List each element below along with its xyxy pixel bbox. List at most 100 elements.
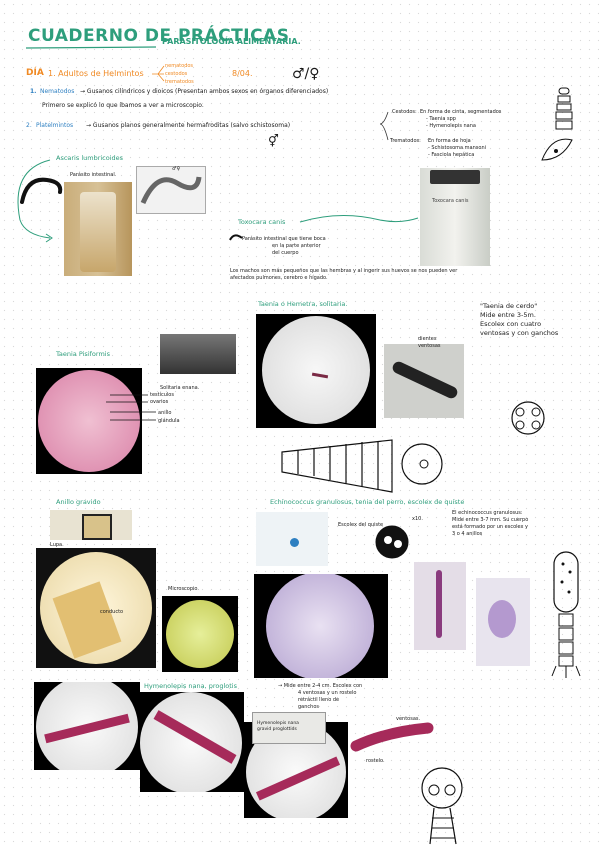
- cestodos-0: En forma de cinta, segmentados: [420, 109, 502, 115]
- platelmintos-name: Platelmintos: [36, 122, 74, 129]
- hymenolepis-drawing-icon: [350, 722, 434, 752]
- trematodos-label: Trematodos:: [390, 138, 421, 144]
- echinococcus-microscope-photo: [254, 574, 388, 678]
- title-underline: [25, 46, 157, 49]
- cestodos-label: Cestodos:: [392, 109, 417, 115]
- slide-line-0: Hymenolepis nana: [257, 721, 299, 726]
- ascaris-title: Ascaris lumbricoides: [56, 154, 124, 162]
- hymenolepis-text-3: ganchos: [298, 704, 319, 710]
- branch-trematodos: trematodos: [165, 79, 194, 85]
- ascaris-jar-photo: [64, 182, 132, 276]
- ascaris-badge: ♂♀: [172, 166, 181, 172]
- taenia-microscope-photo: [256, 314, 376, 428]
- taenia-body-drawing-icon: [281, 439, 443, 493]
- echinococcus-magnification: x10.: [412, 516, 423, 522]
- taenia-pisiformis-title: Taenia Pisiformis: [56, 350, 110, 358]
- echinococcus-line-2: está formado por un escolex y: [452, 524, 529, 530]
- anillo-microscope-photo: [162, 596, 238, 672]
- pisiformis-label-testiculos: testículos: [150, 392, 174, 398]
- hymenolepis-label-rostelo: rostelo.: [366, 758, 385, 764]
- toxocara-title: Toxocara canis: [238, 218, 286, 226]
- page-subtitle: PARASITOLOGÍA ALIMENTARIA.: [162, 37, 301, 46]
- taenia-cerdo-2: Escolex con cuatro: [480, 320, 542, 328]
- ascaris-label: Parásito intestinal.: [70, 172, 117, 178]
- trematodos-0: En forma de hoja: [428, 138, 471, 144]
- trematodos-1: - Schistosoma mansoni: [428, 145, 487, 151]
- conducto-label: conducto: [100, 609, 124, 615]
- echinococcus-title: Echinococcus granulosus, tenia del perro…: [270, 498, 465, 506]
- day-topic: 1. Adultos de Helmintos: [48, 69, 144, 78]
- toxocara-jar-label: Toxocara canis: [432, 198, 469, 204]
- toxocara-note-0: Parásito intestinal que tiene boca: [242, 236, 326, 242]
- echinococcus-label: Escolex del quiste: [338, 522, 384, 528]
- taenia-label-dientes: dientes: [418, 336, 437, 342]
- anillo-title: Anillo gravido: [56, 498, 101, 506]
- taenia-cerdo-1: Mide entre 3-5m.: [480, 311, 536, 319]
- taenia-cerdo-3: ventosas y con ganchos: [480, 329, 559, 337]
- microscopio-label: Microscopio.: [168, 586, 199, 592]
- fasciola-drawing-icon: [541, 138, 573, 161]
- pisiformis-label-anillo: anillo: [158, 410, 172, 416]
- echinococcus-slide-photo-1: [414, 562, 466, 650]
- hymenolepis-photo-1: [34, 682, 140, 770]
- taenia-label-ventosas: ventosas: [418, 343, 441, 349]
- echinococcus-scolex-drawing-icon: [375, 525, 409, 559]
- toxocara-note-1: en la parte anterior: [272, 243, 321, 249]
- microscope-setup-photo: [160, 334, 236, 374]
- taenia-ovis-title: Taenia o Hemetra, solitaria.: [258, 300, 348, 308]
- hymenolepis-title: Hymenolepis nana, proglotis: [144, 682, 237, 690]
- platelmintos-number: 2.: [26, 122, 32, 129]
- platelmintos-brace: [379, 111, 389, 141]
- trematodos-2: - Fasciola hepática: [428, 152, 475, 158]
- nematodos-text: → Gusanos cilíndricos y dioicos (Present…: [80, 88, 329, 95]
- hymenolepis-text-0: → Mide entre 2-4 cm. Escolex con: [278, 683, 363, 689]
- pisiformis-label-solitaria: Solitaria enana.: [160, 385, 200, 391]
- lupa-label: Lupa.: [50, 542, 64, 548]
- branch-cestodos: cestodos: [165, 71, 188, 77]
- nematodos-name: Nematodos: [40, 88, 75, 95]
- ascaris-worm-drawing-icon: [20, 177, 63, 204]
- hymenolepis-slide-label: Hymenolepis nana gravid proglottids: [252, 712, 326, 744]
- day-date: 8/04.: [232, 69, 253, 78]
- page-title: CUADERNO DE PRÁCTICAS: [28, 26, 290, 46]
- branch-brace: [152, 65, 165, 82]
- taenia-scolex-photo: [384, 344, 464, 418]
- pisiformis-label-glandula: glándula: [158, 418, 180, 424]
- taenia-cerdo-0: "Taenia de cerdo": [480, 302, 538, 310]
- day-label: DÍA: [26, 68, 44, 78]
- platelmintos-text: → Gusanos planos generalmente hermafrodi…: [86, 122, 291, 129]
- hymenolepis-text-2: retráctil lleno de: [298, 697, 340, 703]
- ascaris-diagram-image: [136, 166, 206, 214]
- hymenolepis-photo-2: [140, 692, 244, 792]
- anillo-lupa-photo: [50, 510, 132, 540]
- toxocara-arrow: [299, 215, 419, 223]
- pisiformis-pointer-lines: [106, 394, 156, 421]
- scolex-ventosas-drawing-icon: [511, 401, 545, 435]
- taenia-pisiformis-photo: [36, 368, 142, 474]
- tapeworm-scolex-drawing-icon: [555, 87, 573, 130]
- toxocara-desc-0: Los machos son más pequeños que las hemb…: [230, 268, 458, 274]
- cestodos-1: - Taenia spp: [426, 116, 456, 122]
- hymenolepis-text-1: 4 ventosas y un rostelo: [298, 690, 357, 696]
- echinococcus-slide-photo-2: [476, 578, 530, 666]
- sex-symbols: ♂/♀: [292, 66, 320, 82]
- toxocara-jar-photo: Toxocara canis: [420, 168, 490, 266]
- echinococcus-line-1: Mide entre 3-7 mm. Su cuerpo: [452, 517, 529, 523]
- hymenolepis-label-ventosas: ventosas.: [396, 716, 421, 722]
- echinococcus-body-drawing-icon: [551, 551, 581, 678]
- echinococcus-quiste-photo: [256, 512, 328, 566]
- echinococcus-line-3: 3 o 4 anillos: [452, 531, 483, 537]
- nematodos-note: Primero se explicó lo que íbamos a ver a…: [42, 102, 204, 109]
- cestodos-2: - Hymenolepis nana: [426, 123, 476, 129]
- pisiformis-label-ovarios: ovarios: [150, 399, 169, 405]
- toxocara-desc-1: afectados pulmones, cerebro e hígado.: [230, 275, 328, 281]
- toxocara-worm-drawing-icon: [229, 234, 243, 241]
- branch-nematodos: nematodos: [165, 63, 194, 69]
- toxocara-note-2: del cuerpo: [272, 250, 299, 256]
- hermaphrodite-symbol: ⚥: [268, 134, 279, 148]
- nematodos-number: 1.: [30, 88, 37, 95]
- slide-line-1: gravid proglottids: [257, 727, 297, 732]
- ascaris-arrow: [17, 159, 53, 243]
- echinococcus-line-0: El echinococcus granulosus:: [452, 510, 523, 516]
